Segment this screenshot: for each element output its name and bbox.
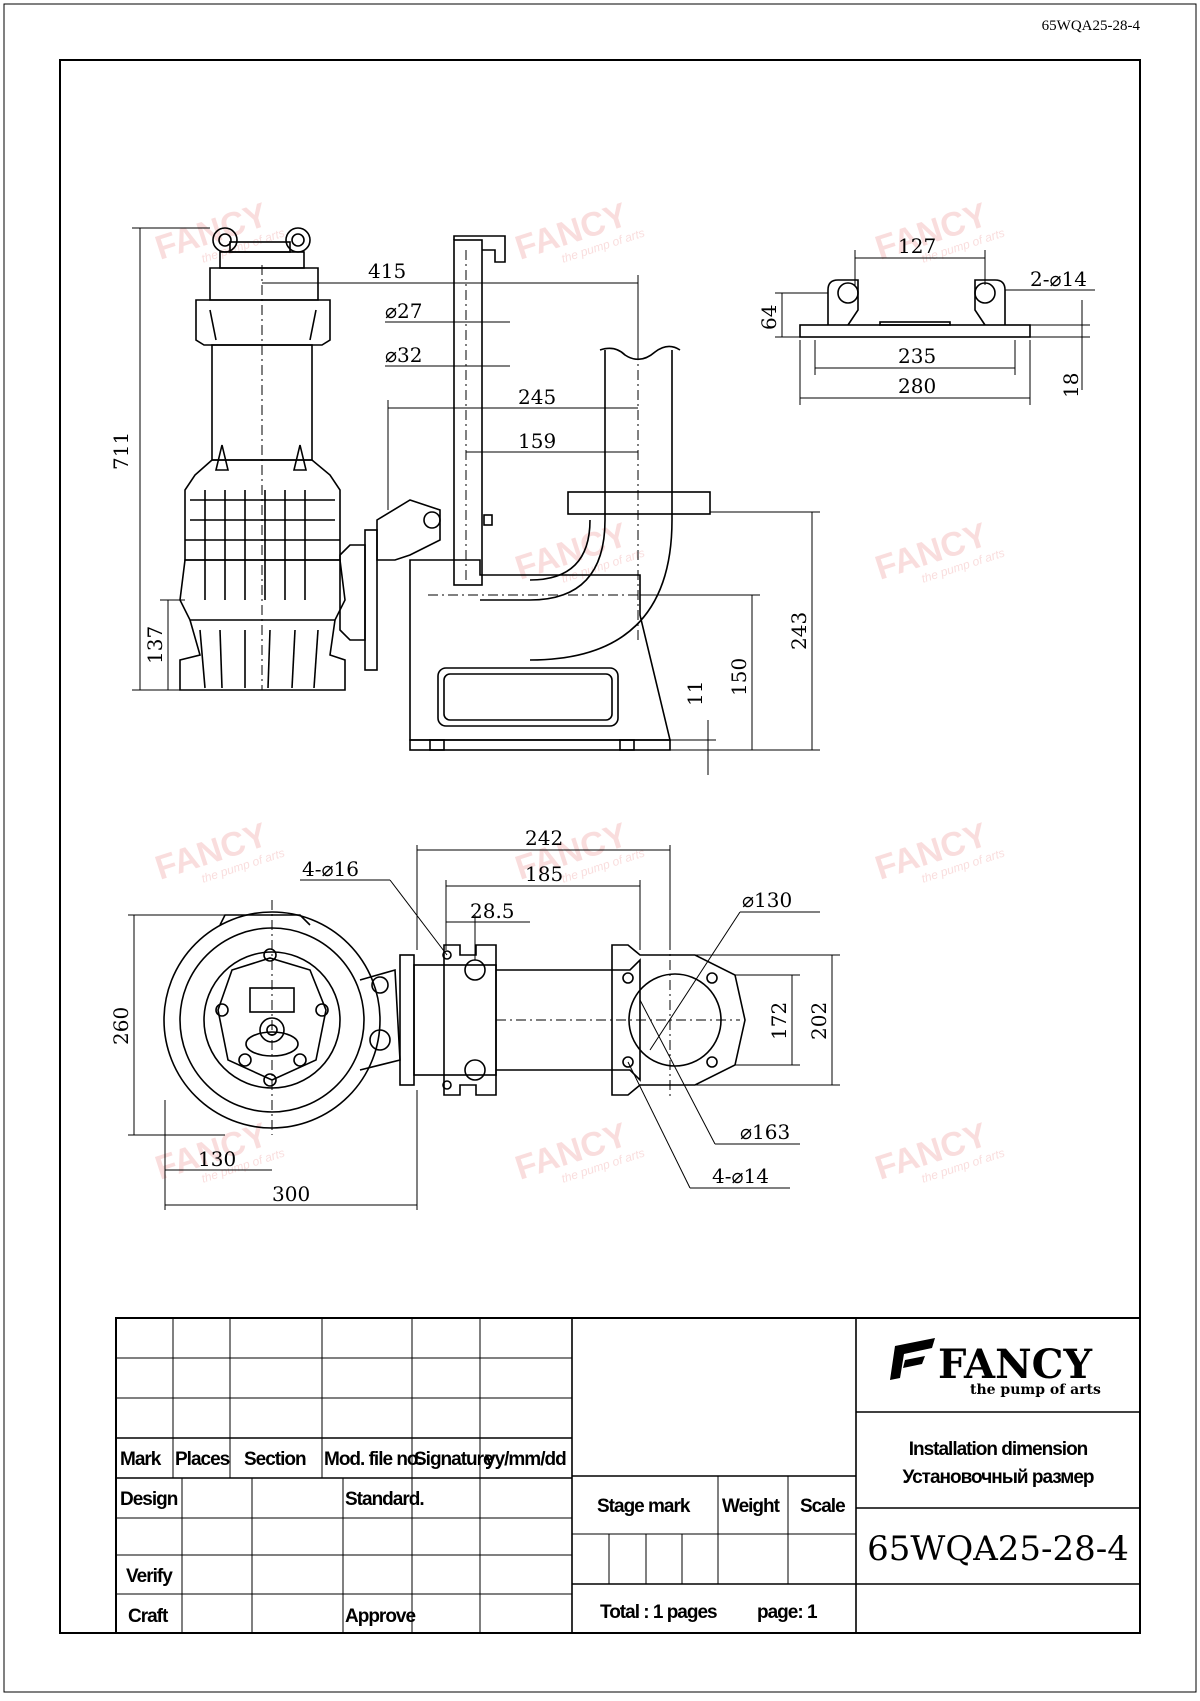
label-weight: Weight — [722, 1496, 781, 1517]
elbow-inner — [529, 350, 673, 661]
label-scale: Scale — [800, 1496, 845, 1517]
watermark-1: FANCY the pump of arts — [151, 196, 287, 268]
label-standard: Standard. — [345, 1489, 424, 1510]
dim-159: 159 — [518, 429, 556, 453]
label-craft: Craft — [128, 1606, 169, 1627]
header-mark: Mark — [120, 1449, 162, 1470]
label-approve: Approve — [345, 1606, 416, 1627]
label-stage-mark: Stage mark — [597, 1496, 691, 1517]
dim-dia-130: ⌀130 — [742, 888, 792, 912]
dim-415: 415 — [368, 259, 406, 283]
dim-280: 280 — [898, 374, 936, 398]
dim-64: 64 — [757, 305, 781, 330]
top-view-dimensions: 242 185 28.5 4-⌀16 ⌀130 ⌀163 4-⌀14 172 2… — [109, 826, 840, 1210]
pipe-break — [599, 345, 681, 361]
front-view-dimensions: 415 ⌀27 ⌀32 245 159 711 137 — [109, 227, 820, 775]
outlet-bore — [628, 973, 722, 1067]
dim-235: 235 — [898, 344, 936, 368]
watermark-6: FANCY the pump of arts — [151, 816, 287, 888]
dim-holes-4x14: 4-⌀14 — [712, 1164, 769, 1188]
dim-245: 245 — [518, 385, 556, 409]
coupling-flange — [399, 954, 415, 1086]
fancy-logo-icon — [890, 1338, 935, 1380]
watermark-5: FANCY the pump of arts — [871, 516, 1007, 588]
dim-holes-4x16: 4-⌀16 — [302, 857, 359, 881]
header-mod-file-no: Mod. file no. — [324, 1449, 422, 1470]
dim-150: 150 — [727, 658, 751, 696]
sheet-outer-border — [3, 3, 1197, 1693]
motor-cap — [209, 267, 319, 301]
model-number: 65WQA25-28-4 — [867, 1529, 1129, 1569]
watermark-11: FANCY the pump of arts — [871, 1116, 1007, 1188]
dim-dia-32: ⌀32 — [385, 343, 423, 367]
header-section: Section — [244, 1449, 306, 1470]
header-signature: Signature — [414, 1449, 493, 1470]
guide-bracket — [376, 499, 441, 561]
watermark-8: FANCY the pump of arts — [871, 816, 1007, 888]
logo-tagline: the pump of arts — [970, 1382, 1101, 1398]
dim-260: 260 — [109, 1007, 133, 1045]
bolt-hole — [464, 1059, 486, 1081]
drawing-title-ru: Установочный размер — [902, 1467, 1093, 1488]
outlet-flange-top — [611, 944, 746, 1096]
drawing-title-en: Installation dimension — [909, 1439, 1088, 1460]
fancy-logo: FANCY the pump of arts — [890, 1338, 1101, 1398]
auto-coupling-base — [409, 559, 672, 741]
label-total-pages: Total : 1 pages — [600, 1602, 717, 1623]
dim-202: 202 — [807, 1002, 831, 1040]
watermark-2: FANCY the pump of arts — [511, 196, 647, 268]
title-block — [115, 1317, 1141, 1634]
label-design: Design — [120, 1489, 178, 1510]
watermarks: FANCY the pump of arts FANCY the pump of… — [151, 196, 1007, 1188]
document-code: 65WQA25-28-4 — [1041, 18, 1140, 34]
base-detail-dimensions: 127 2-⌀14 64 235 280 18 — [757, 234, 1095, 405]
dim-18: 18 — [1059, 373, 1083, 398]
dim-127: 127 — [898, 234, 936, 258]
dim-130: 130 — [198, 1147, 236, 1171]
bolt-hole — [464, 959, 486, 981]
watermark-10: FANCY the pump of arts — [511, 1116, 647, 1188]
dim-242: 242 — [525, 826, 563, 850]
motor-body — [211, 344, 313, 461]
front-view — [179, 227, 711, 751]
dim-300: 300 — [272, 1182, 310, 1206]
motor-top-flange — [195, 299, 331, 346]
label-verify: Verify — [126, 1566, 173, 1587]
rail-top-bracket — [453, 235, 506, 263]
dim-137: 137 — [143, 626, 167, 664]
elbow-outer — [480, 350, 606, 601]
dim-185: 185 — [525, 862, 563, 886]
watermark-4: FANCY the pump of arts — [511, 516, 647, 588]
dim-243: 243 — [787, 612, 811, 650]
watermark-3: FANCY the pump of arts — [871, 196, 1007, 268]
outlet-flange — [567, 491, 711, 515]
base-detail-view — [799, 279, 1031, 338]
dim-dia-27: ⌀27 — [385, 299, 423, 323]
logo-brand: FANCY — [938, 1341, 1092, 1388]
label-page-number: page: 1 — [757, 1602, 818, 1623]
dim-11: 11 — [683, 681, 707, 706]
dim-711: 711 — [109, 432, 133, 470]
header-date: yy/mm/dd — [485, 1449, 566, 1470]
title-block-text: Mark Places Section Mod. file no. Signat… — [120, 1338, 1129, 1627]
dim-dia-163: ⌀163 — [740, 1120, 790, 1144]
dim-holes-2x14: 2-⌀14 — [1030, 267, 1087, 291]
dim-172: 172 — [767, 1002, 791, 1040]
top-view — [163, 900, 746, 1135]
header-places: Places — [175, 1449, 230, 1470]
dim-28-5: 28.5 — [470, 899, 515, 923]
guide-rail — [453, 239, 483, 586]
